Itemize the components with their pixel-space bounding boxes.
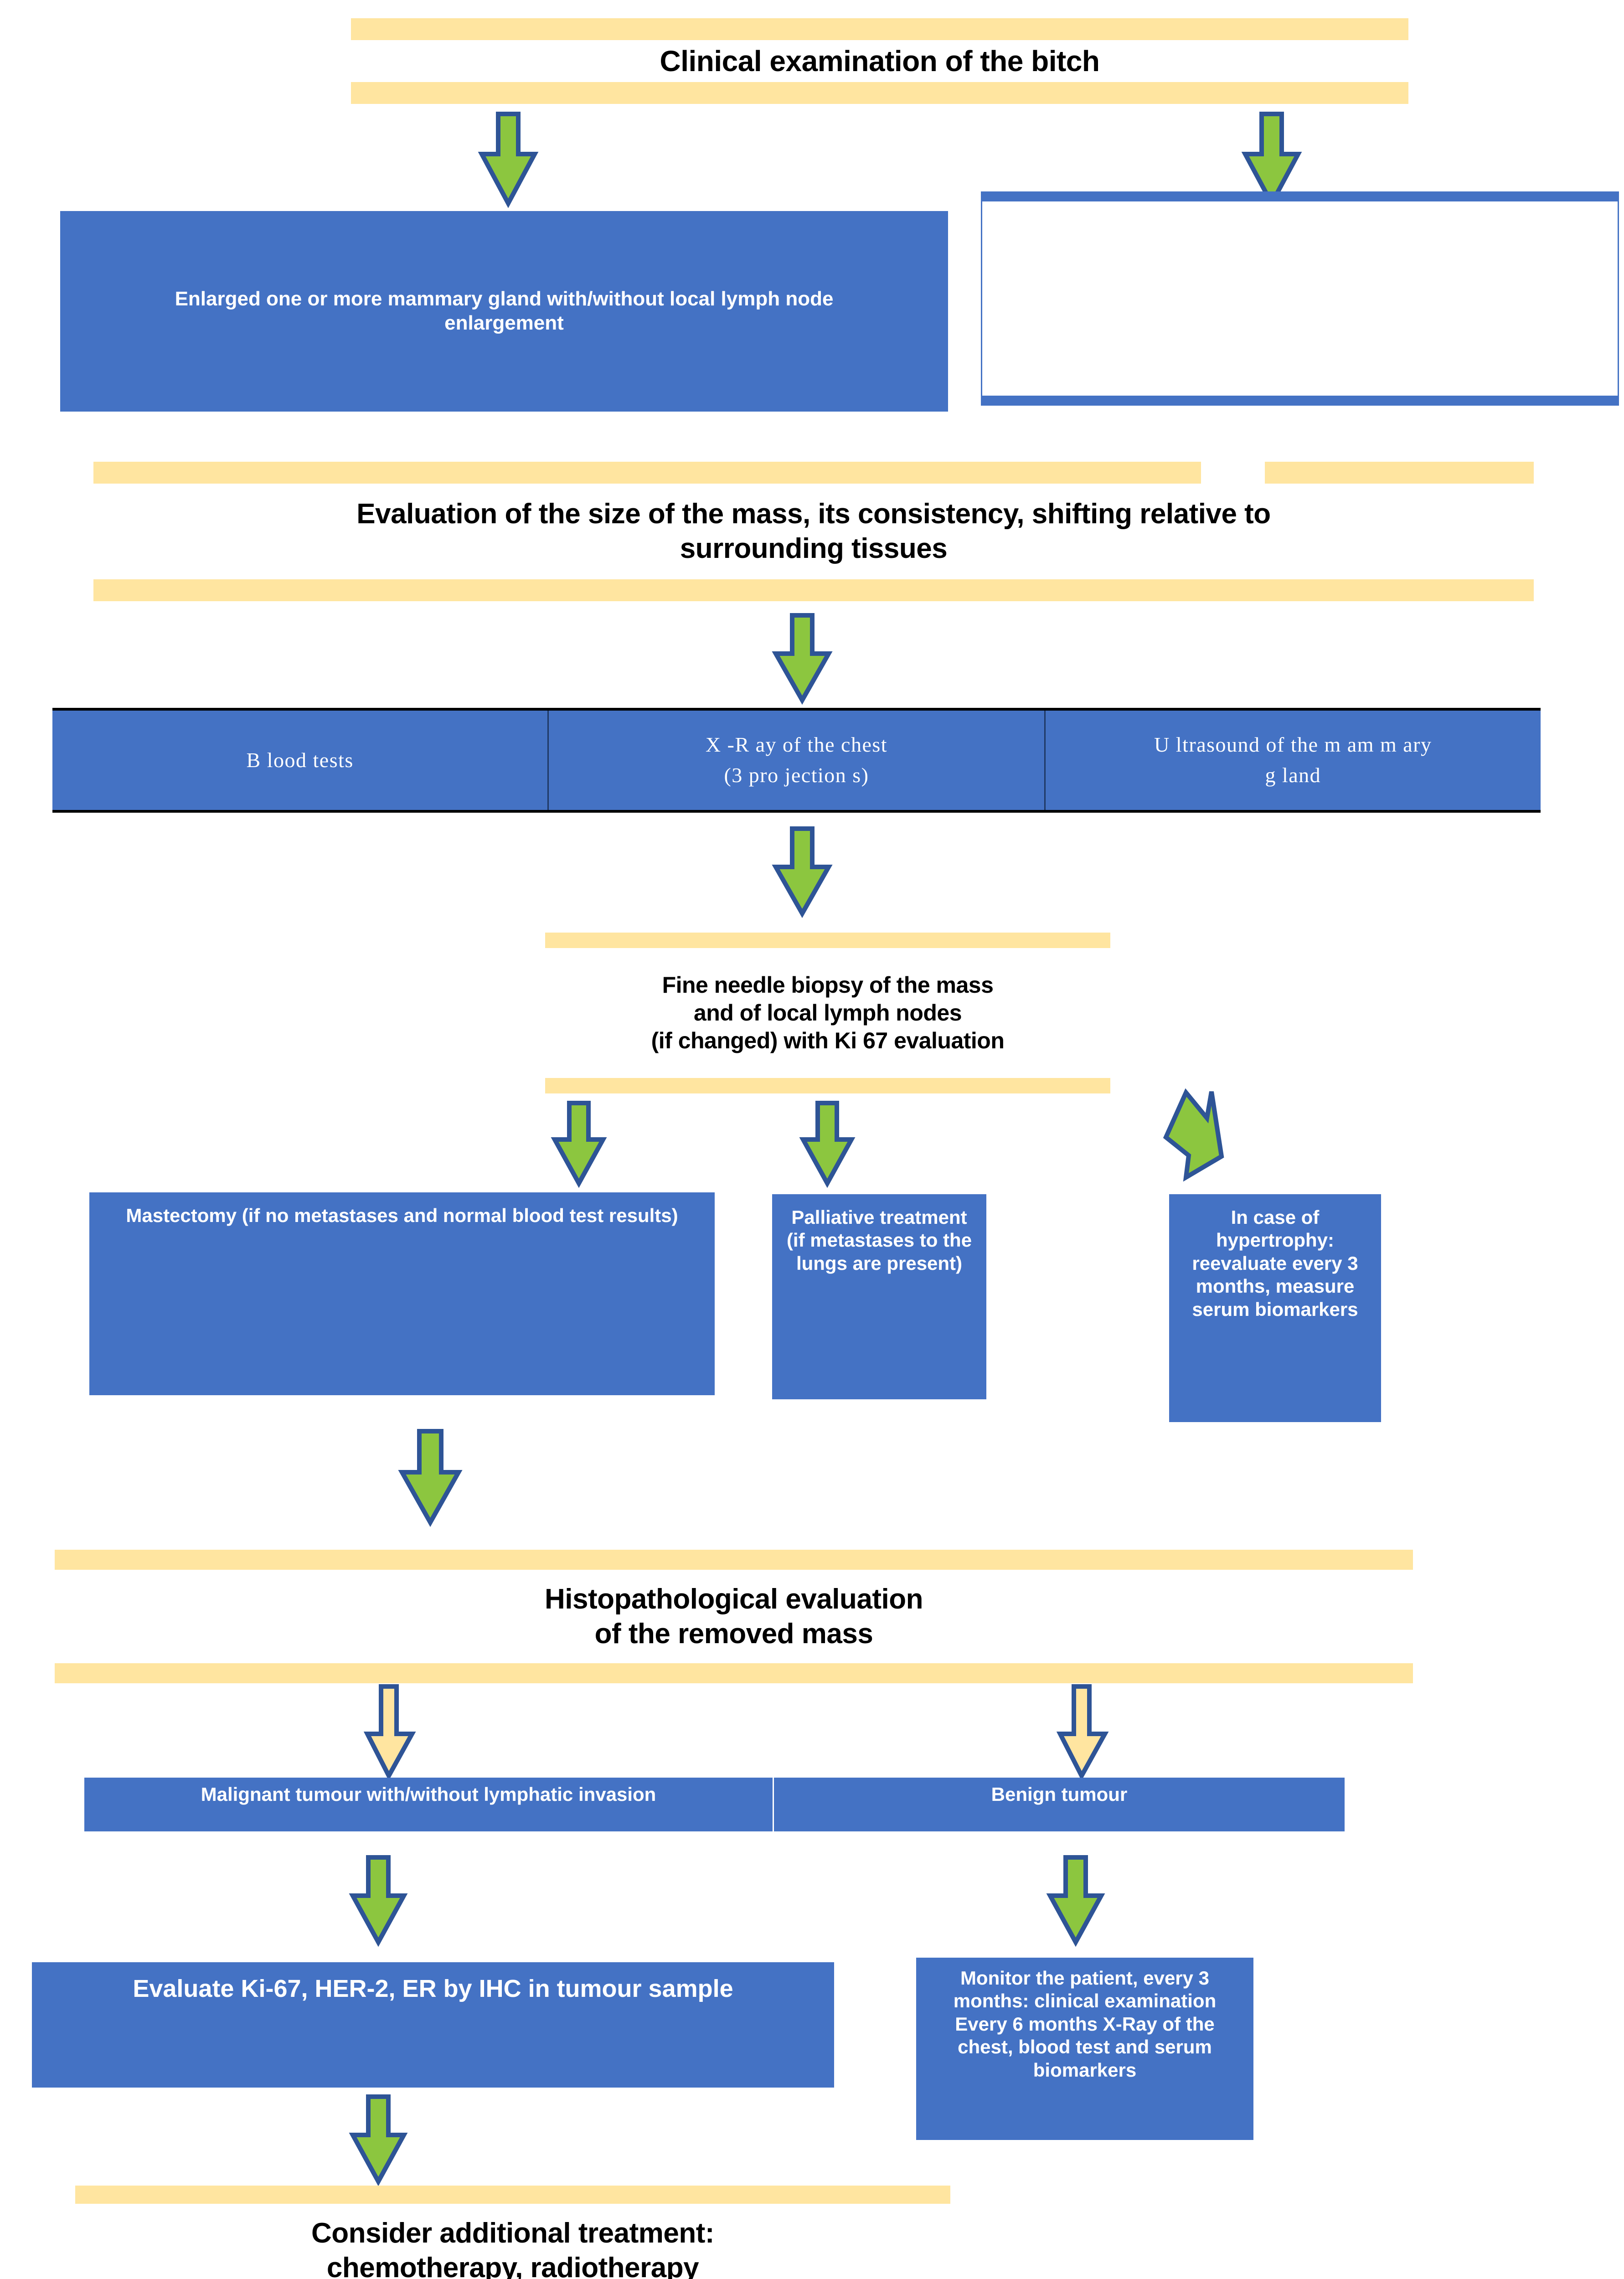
page-title: Clinical examination of the bitch (660, 44, 1100, 77)
hypertrophy-box: In case of hypertrophy: reevaluate every… (1169, 1194, 1381, 1422)
down-arrow-yellow-histopathology-benign (1056, 1684, 1109, 1781)
test-cell-xray: X -R ay of the chest (3 pro jection s) (547, 711, 1044, 810)
biopsy-line-1: Fine needle biopsy of the mass (662, 972, 994, 998)
mastectomy-box: Mastectomy (if no metastases and normal … (89, 1192, 715, 1395)
palliative-box: Palliative treatment (if metastases to t… (772, 1194, 986, 1399)
down-arrow-green-biopsy-mastectomy (551, 1101, 607, 1188)
down-arrow-yellow-histopathology-malignant (363, 1684, 416, 1781)
histopathology-line-1: Histopathological evaluation (545, 1583, 923, 1615)
biopsy-band-bottom (545, 1078, 1110, 1093)
test-xray-line-2: (3 pro jection s) (724, 763, 869, 787)
biopsy-line-2: and of local lymph nodes (693, 1000, 962, 1026)
monitor-label: Monitor the patient, every 3 months: cli… (953, 1967, 1217, 2081)
test-cell-blood: B lood tests (52, 711, 547, 810)
palliative-label: Palliative treatment (if metastases to t… (786, 1207, 972, 1274)
down-arrow-green-title-left (478, 112, 539, 208)
down-arrow-green-malignant-ihc (349, 1855, 408, 1947)
evaluation-band-top-right (1265, 462, 1534, 484)
evaluation-line-1: Evaluation of the size of the mass, its … (356, 498, 1271, 530)
additional-band-top (75, 2186, 950, 2204)
title-band-bottom (351, 82, 1408, 104)
test-cell-ultrasound: U ltrasound of the m am m ary g land (1044, 711, 1541, 810)
hypertrophy-label: In case of hypertrophy: reevaluate every… (1192, 1207, 1358, 1320)
biopsy-label: Fine needle biopsy of the mass and of lo… (545, 948, 1110, 1078)
ihc-label: Evaluate Ki-67, HER-2, ER by IHC in tumo… (133, 1975, 733, 2002)
additional-label: Consider additional treatment: chemother… (75, 2204, 950, 2279)
benign-cell: Benign tumour (773, 1778, 1345, 1831)
down-arrow-green-title-right (1241, 112, 1302, 208)
down-arrow-green-evaluation-tests (772, 613, 833, 705)
diagnostic-tests-row: B lood tests X -R ay of the chest (3 pro… (52, 708, 1541, 813)
bent-arrow-green-biopsy-hypertrophy (1163, 1088, 1224, 1182)
mastectomy-label: Mastectomy (if no metastases and normal … (126, 1205, 678, 1226)
title-band-top (351, 18, 1408, 40)
test-ultrasound-line-1: U ltrasound of the m am m ary (1154, 733, 1432, 757)
additional-line-2: chemotherapy, radiotherapy (326, 2252, 699, 2279)
benign-label: Benign tumour (991, 1784, 1128, 1805)
evaluation-band-bottom (93, 579, 1534, 601)
histopathology-band-bottom (55, 1663, 1413, 1683)
malignant-cell: Malignant tumour with/without lymphatic … (84, 1778, 773, 1831)
evaluation-label: Evaluation of the size of the mass, its … (93, 484, 1534, 579)
biopsy-line-3: (if changed) with Ki 67 evaluation (651, 1028, 1005, 1053)
malignant-label: Malignant tumour with/without lymphatic … (201, 1784, 656, 1805)
down-arrow-green-benign-monitor (1046, 1855, 1105, 1947)
test-ultrasound-line-2: g land (1265, 763, 1321, 787)
histopathology-band-top (55, 1550, 1413, 1570)
down-arrow-green-tests-biopsy (772, 826, 833, 918)
finding-left-label: Enlarged one or more mammary gland with/… (175, 288, 834, 334)
down-arrow-green-biopsy-palliative (799, 1101, 856, 1188)
histopathology-line-2: of the removed mass (594, 1618, 873, 1650)
test-xray-line-1: X -R ay of the chest (705, 733, 888, 757)
test-blood-line-1: B lood tests (246, 748, 354, 772)
down-arrow-green-ihc-additional (349, 2094, 408, 2186)
tumour-type-row: Malignant tumour with/without lymphatic … (84, 1778, 1345, 1831)
ihc-box: Evaluate Ki-67, HER-2, ER by IHC in tumo… (32, 1962, 834, 2088)
down-arrow-green-mastectomy-histopathology (398, 1429, 463, 1527)
monitor-box: Monitor the patient, every 3 months: cli… (916, 1958, 1253, 2140)
evaluation-line-2: surrounding tissues (680, 533, 948, 564)
finding-right-box (981, 191, 1619, 406)
histopathology-label: Histopathological evaluation of the remo… (55, 1570, 1413, 1663)
finding-left-box: Enlarged one or more mammary gland with/… (60, 211, 948, 412)
evaluation-band-top-left (93, 462, 1201, 484)
biopsy-band-top (545, 933, 1110, 948)
additional-line-1: Consider additional treatment: (311, 2217, 715, 2249)
